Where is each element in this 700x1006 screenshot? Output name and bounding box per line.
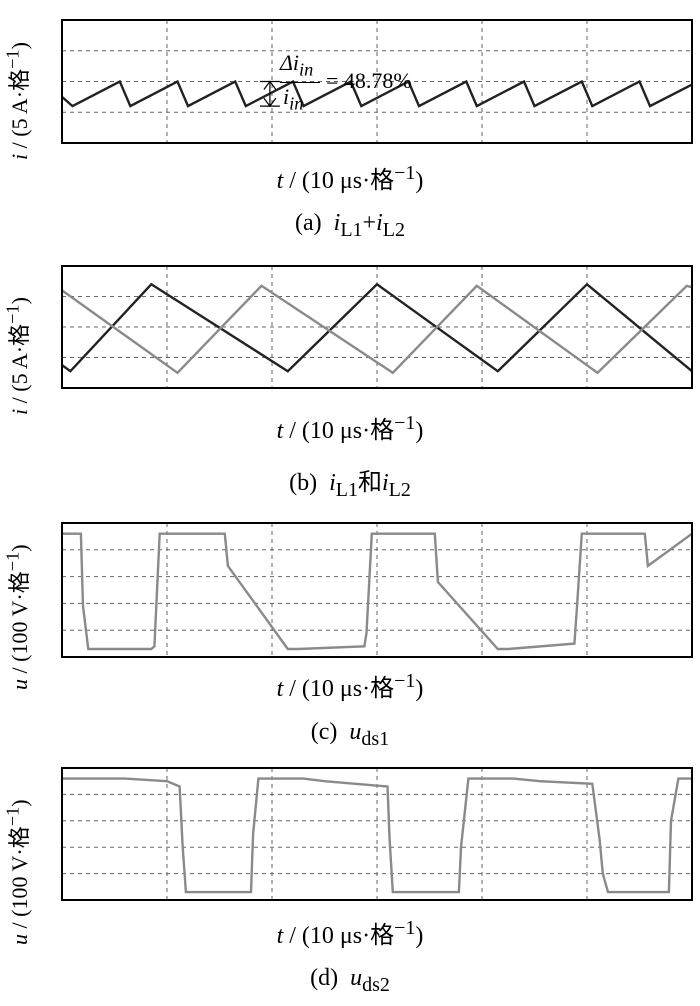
x-axis-label-c: t / (10 μs·格−1) <box>276 670 424 702</box>
chart-b <box>61 265 693 389</box>
waveform-series-1 <box>61 79 693 108</box>
panel-d: u / (100 V·格−1) t / (10 μs·格−1) (d) uds2 <box>0 760 700 1006</box>
chart-a <box>61 19 693 144</box>
x-axis-label-b: t / (10 μs·格−1) <box>276 412 424 444</box>
caption-d: (d) uds2 <box>310 965 390 996</box>
caption-c: (c) uds1 <box>310 719 390 750</box>
scope-c <box>61 522 693 658</box>
panel-c: u / (100 V·格−1) t / (10 μs·格−1) (c) uds1 <box>0 505 700 755</box>
x-axis-label-a: t / (10 μs·格−1) <box>276 162 424 194</box>
scope-frame <box>61 522 693 658</box>
scope-frame <box>61 767 693 901</box>
waveform-series-1 <box>62 532 693 651</box>
waveform-series-1 <box>62 777 692 894</box>
x-axis-label-d: t / (10 μs·格−1) <box>276 917 424 949</box>
waveform-series-1 <box>61 282 693 373</box>
chart-d <box>61 767 693 901</box>
chart-c <box>61 522 693 658</box>
scope-d <box>61 767 693 901</box>
panel-a: i / (5 A·格−1) Δiin iin = 48.78% t / (10 … <box>0 0 700 248</box>
panel-b: i / (5 A·格−1) t / (10 μs·格−1) (b) iL1和iL… <box>0 250 700 501</box>
scope-frame <box>61 19 693 144</box>
fraction-bar <box>280 82 320 83</box>
caption-a: (a) iL1+iL2 <box>295 210 405 241</box>
waveform-series-2 <box>61 284 693 375</box>
scope-a <box>61 19 693 144</box>
scope-frame <box>61 265 693 389</box>
y-axis-label-a: i / (5 A·格−1) <box>2 42 32 160</box>
caption-b: (b) iL1和iL2 <box>289 470 411 501</box>
scope-b <box>61 265 693 389</box>
y-axis-label-b: i / (5 A·格−1) <box>2 297 32 415</box>
